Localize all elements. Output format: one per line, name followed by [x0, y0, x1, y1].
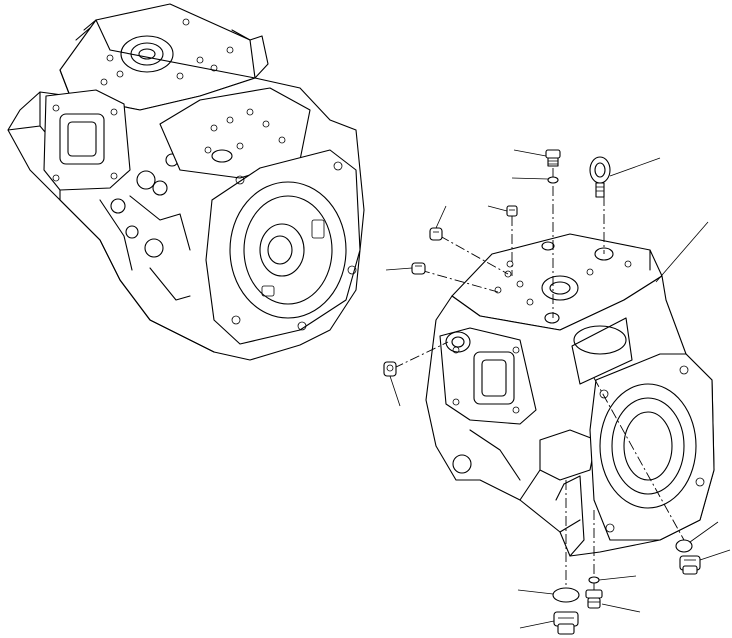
leader-oring-bottom-right [598, 575, 637, 581]
bolt-small [506, 205, 518, 217]
eyebolt [589, 156, 611, 198]
oring-top [547, 176, 559, 184]
leader-plug-bottom-left [519, 620, 555, 629]
leader-bolt-small [487, 205, 508, 212]
callout-leaders [385, 149, 731, 629]
plug-bottom-left [553, 611, 579, 635]
plug-left-lower [383, 361, 397, 377]
leader-plug-bottom-right [601, 603, 641, 613]
plug-left-upper [429, 227, 443, 241]
pump-body-exploded [393, 168, 715, 596]
assembled-pump-view [7, 3, 365, 361]
leader-pump-body [655, 221, 709, 283]
leader-oring-top [511, 177, 549, 180]
leader-plug-right [699, 549, 731, 561]
oring-bottom-left [552, 587, 580, 603]
plug-left-middle [411, 262, 426, 275]
plug-bottom-right [585, 589, 603, 609]
leader-plug-left-upper [435, 205, 447, 229]
leader-plug-left-lower [389, 375, 401, 407]
oring-bottom-right [588, 576, 600, 584]
oring-right [675, 539, 693, 553]
leader-plug-top [513, 149, 547, 157]
leader-oring-right [689, 521, 719, 543]
plug-top [545, 149, 561, 167]
leader-eyebolt [609, 157, 661, 177]
leader-plug-left-middle [385, 267, 413, 271]
plug-right [679, 555, 701, 575]
leader-oring-bottom-left [517, 589, 554, 595]
